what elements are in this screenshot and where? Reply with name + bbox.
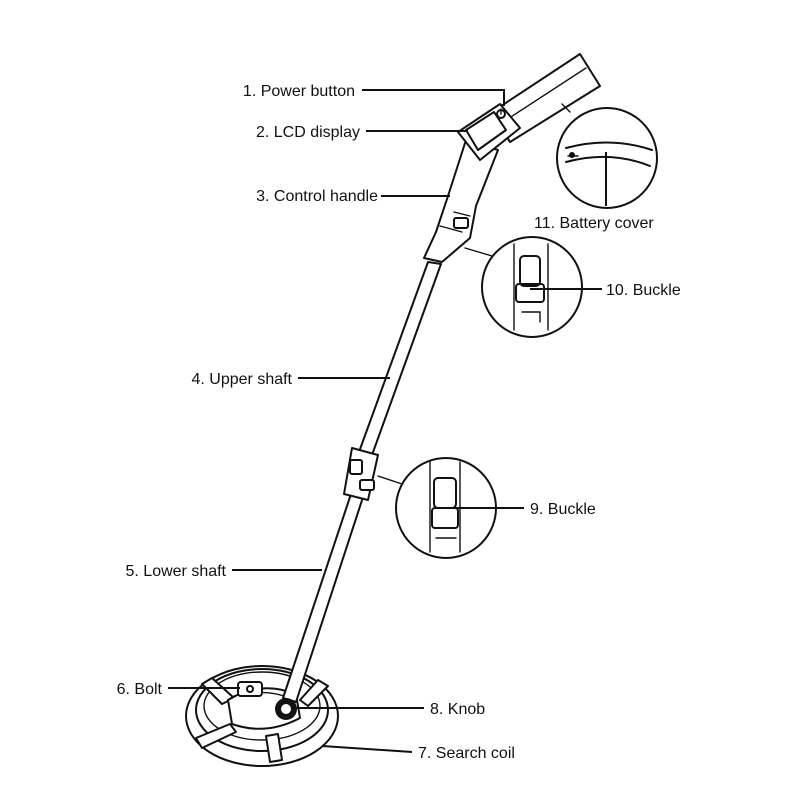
bolt: [237, 681, 263, 697]
label-buckle-lower: 9. Buckle: [530, 501, 596, 518]
label-upper-shaft: 4. Upper shaft: [192, 371, 293, 388]
label-lcd-display: 2. LCD display: [256, 124, 360, 141]
label-power-button: 1. Power button: [243, 83, 355, 100]
upper-shaft: [358, 261, 442, 456]
leader-search-coil: [321, 745, 413, 753]
lower-shaft: [282, 484, 367, 703]
label-bolt: 6. Bolt: [117, 681, 163, 698]
upper-buckle-detail: [464, 236, 583, 338]
label-control-handle: 3. Control handle: [256, 188, 378, 205]
lower-shaft-clamp: [343, 447, 379, 501]
search-coil: [185, 665, 339, 767]
lcd-display: [465, 111, 507, 151]
label-buckle-upper: 10. Buckle: [606, 282, 681, 299]
label-search-coil: 7. Search coil: [418, 745, 515, 762]
label-knob: 8. Knob: [430, 701, 485, 718]
power-button: [496, 108, 506, 119]
label-lower-shaft: 5. Lower shaft: [126, 563, 227, 580]
label-battery-cover: 11. Battery cover: [534, 215, 654, 232]
leader-power-button: [362, 89, 505, 106]
knob: [275, 698, 297, 720]
